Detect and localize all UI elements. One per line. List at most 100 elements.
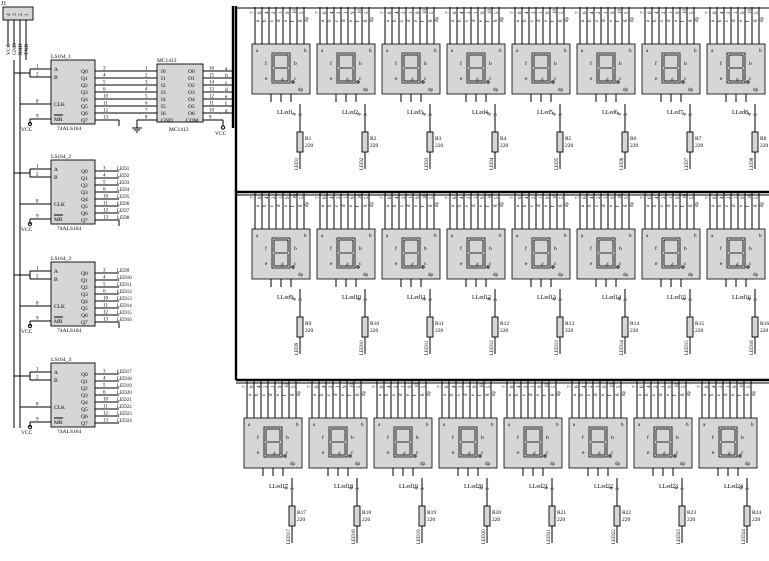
shift-register-output-name: Q6 [81,111,88,117]
vcc-label: VCC [21,227,33,233]
shift-register-pin-number: 12 [103,209,109,214]
segment-dp [486,80,490,84]
display-segment-label: d [472,19,477,22]
shift-register-body [50,362,96,428]
display-inner-label: f [460,245,462,252]
display-segment-label: a [646,19,651,22]
display-inner-label: dp [363,273,369,278]
display-segment-label: f [746,205,751,207]
display-dp-label: dp [552,296,556,301]
segment-net-label: f [225,100,227,107]
display-inner-label: c [286,450,289,456]
display-pin-number: 4 [322,385,327,388]
digit-outline [328,426,348,458]
shift-register-output-name: Q5 [81,204,88,210]
display-pin-number: 10 [683,9,688,15]
display-pin-number: 6 [705,385,710,388]
led-net-label: LED18 [117,377,132,382]
display-segment-label: a [386,19,391,22]
display-label: LLed8 [732,110,748,116]
display-segment-label: f [421,205,426,207]
display-label: LLed3 [407,110,423,116]
display-segment-label: a [451,204,456,207]
display-segment-label: b [580,393,585,396]
display-segment-label: a [508,393,513,396]
resistor-body [491,131,499,153]
shift-register-pin-number: 13 [103,116,109,121]
shift-register-pin-number: 11 [103,304,108,309]
display-segment-label: g [688,19,693,22]
display-inner-label: dp [355,462,361,467]
display-pin-number: 6 [518,196,523,199]
driver-pin-number: 13 [209,88,215,93]
display-body [511,228,571,280]
display-inner-label: b [304,234,307,239]
led-net-label: LED8 [750,157,755,170]
display-inner-label: a [638,423,641,428]
display-inner-label: d [671,263,674,268]
display-segment-label: f [478,394,483,396]
display-segment-label: e [536,393,541,396]
display-pin-number: 1 [539,196,544,199]
display-inner-label: e [655,76,658,82]
display-segment-label: a [313,393,318,396]
display-inner-label: d [281,78,284,83]
display-pin-number: 4 [525,196,530,199]
driver-input-name: I1 [161,76,166,82]
display-inner-label: a [386,49,389,54]
display-dp-label: dp [552,111,556,116]
resistor-body [418,505,426,527]
display-inner-label: e [265,76,268,82]
display-inner-label: a [321,49,324,54]
display-inner-label: b [434,234,437,239]
display-segment-label: c [335,19,340,22]
segment-dp [291,265,295,269]
display-label: LLed16 [732,295,751,301]
display-pin-number: 7 [373,385,378,388]
display-pin-number: 1 [604,11,609,14]
display-body [243,417,303,469]
display-segment-label: f [681,20,686,22]
display-pin-number: 5 [560,11,565,14]
display-pin-number: 10 [675,383,680,389]
display-inner-label: a [581,234,584,239]
display-label: LLed9 [277,295,293,301]
shift-register-output-name: Q5 [81,306,88,312]
driver-pin-number: 14 [209,81,215,86]
display-pin-number: 2 [719,385,724,388]
shift-register-pin-number: 1 [36,165,39,170]
display-inner-label: a [321,234,324,239]
shift-register-pin-number: 1 [36,267,39,272]
seven-segment-display [308,381,368,543]
display-pin-number: 7 [381,11,386,14]
shift-register-pin-number: 9 [36,418,39,423]
display-label: LLed5 [537,110,553,116]
led-net-label: LED14 [620,340,625,355]
display-pin-number: 6 [250,385,255,388]
display-segment-label: a [378,393,383,396]
driver-body [156,63,204,123]
led-net-label: LED12 [117,290,132,295]
display-segment-label: g [688,204,693,207]
display-label: LLed11 [407,295,426,301]
resistor-body [678,505,686,527]
display-segment-label: f [681,205,686,207]
shift-register-output-name: Q2 [81,83,88,89]
resistor-value: 220 [695,328,704,334]
display-pin-number: 10 [415,383,420,389]
shift-register-input-name: A [54,67,58,73]
resistor-value: 220 [427,517,436,523]
display-inner-label: c [424,261,427,267]
display-segment-label: f [551,205,556,207]
display-pin-number: 10 [545,383,550,389]
display-inner-label: a [581,49,584,54]
display-pin-number: 4 [582,385,587,388]
segment-dp [291,80,295,84]
display-pin-number: 5 [300,196,305,199]
display-pin-number: 6 [510,385,515,388]
resistor-value: 220 [297,517,306,523]
led-net-label: LED17 [287,529,292,544]
resistor-value: 220 [565,328,574,334]
display-pin-number: 5 [487,385,492,388]
shift-register-input-name: A [54,370,58,376]
